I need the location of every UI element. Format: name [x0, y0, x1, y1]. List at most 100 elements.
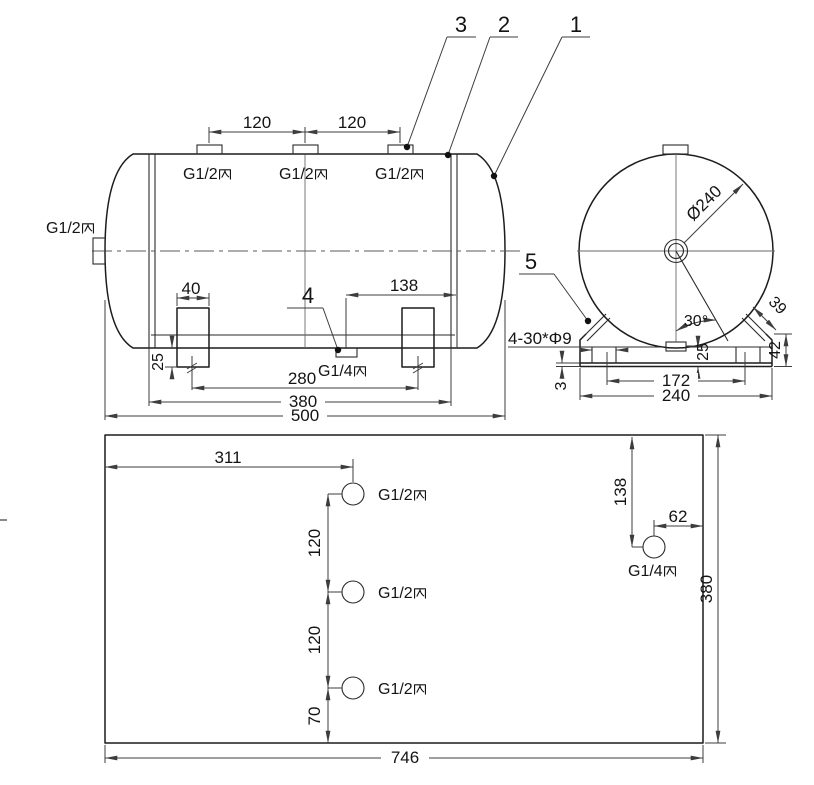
dim-port-offset-x: 311 — [104, 448, 354, 482]
nei-glyph — [663, 566, 677, 577]
svg-text:746: 746 — [391, 748, 419, 767]
nei-glyph — [81, 223, 95, 234]
dim-angle: 30° — [675, 313, 717, 332]
svg-text:30°: 30° — [684, 313, 708, 330]
svg-text:5: 5 — [525, 249, 537, 274]
dim-strap-length: 39 — [752, 294, 790, 331]
top-nozzle-3 — [387, 144, 414, 155]
top-nozzle-3-label: G1/2 — [375, 166, 410, 183]
dim-base-height: 42 — [767, 333, 792, 367]
drain-hole — [642, 535, 666, 559]
dim-drain-offset: 138 — [345, 276, 458, 349]
dim-120-right: 120 — [338, 113, 366, 132]
svg-text:4-30*Φ9: 4-30*Φ9 — [508, 329, 572, 348]
top-nozzle-1-label: G1/2 — [183, 166, 218, 183]
hub-outer — [663, 238, 689, 264]
balloon-1: 1 — [490, 12, 590, 180]
svg-text:380: 380 — [697, 575, 716, 603]
dim-leg-drop: 25 — [150, 335, 177, 380]
drain-label-bottom: G1/4 — [628, 563, 663, 580]
svg-text:138: 138 — [611, 478, 630, 506]
balloon-3: 3 — [403, 12, 476, 151]
left-end-port — [92, 237, 106, 265]
dim-leg-span: 280 — [191, 369, 419, 391]
port-hole-1 — [341, 482, 365, 506]
svg-text:120: 120 — [305, 529, 324, 557]
dim-bottom-offset: 25 — [686, 335, 712, 379]
bottom-nozzle-end — [665, 341, 687, 352]
port-labels-side: G1/2 G1/2 G1/2 G1/2 G1/4 — [46, 166, 424, 380]
dim-port-pitch-chain: 120 120 70 — [305, 493, 342, 744]
svg-text:3: 3 — [553, 381, 570, 390]
svg-text:2: 2 — [498, 12, 510, 37]
svg-text:62: 62 — [669, 507, 688, 526]
port-hole-2 — [341, 580, 365, 604]
svg-text:Ø240: Ø240 — [683, 182, 726, 225]
top-nozzle-2 — [292, 144, 319, 155]
svg-text:3: 3 — [455, 12, 467, 37]
port-labels-bottom: G1/2 G1/2 G1/2 G1/4 — [378, 487, 677, 698]
nei-glyph — [413, 684, 427, 695]
port-1-label: G1/2 — [378, 487, 413, 504]
plate-outline — [104, 434, 704, 744]
angle-reference-line — [675, 250, 729, 342]
balloon-5: 5 — [519, 249, 592, 325]
svg-text:70: 70 — [305, 707, 324, 726]
hub-inner — [667, 242, 685, 260]
svg-text:240: 240 — [662, 386, 690, 405]
svg-text:380: 380 — [289, 392, 317, 411]
nei-glyph — [413, 490, 427, 501]
svg-text:1: 1 — [570, 12, 582, 37]
drain-port-label: G1/4 — [318, 363, 353, 380]
dim-diameter: Ø240 — [683, 182, 744, 244]
tank-outline — [104, 153, 506, 349]
strap-left — [582, 313, 611, 342]
dim-drain-offset-x: 62 — [653, 507, 704, 536]
dim-shell-length: 380 — [148, 348, 452, 411]
svg-text:120: 120 — [305, 626, 324, 654]
nei-glyph — [410, 169, 424, 180]
dim-plate-length: 746 — [104, 745, 704, 767]
port-hole-3 — [341, 676, 365, 700]
svg-text:280: 280 — [288, 369, 316, 388]
nei-glyph — [314, 169, 328, 180]
svg-text:172: 172 — [662, 371, 690, 390]
dim-hole-span: 172 — [606, 352, 746, 390]
svg-text:500: 500 — [291, 406, 319, 425]
leg-slot-center-marks — [186, 356, 424, 390]
top-nozzle-1 — [196, 144, 223, 155]
port-2-label: G1/2 — [378, 585, 413, 602]
svg-text:25: 25 — [150, 353, 167, 371]
dim-plate-width: 380 — [697, 434, 726, 744]
top-nozzle-end — [662, 144, 689, 155]
balloon-callouts: 3 2 1 4 5 — [287, 12, 592, 354]
svg-text:4: 4 — [302, 283, 314, 308]
dim-base-width: 240 — [579, 368, 773, 405]
nei-glyph — [413, 588, 427, 599]
leg-left — [176, 307, 210, 368]
slot-note: 4-30*Φ9 — [508, 329, 629, 353]
balloon-4: 4 — [287, 283, 342, 354]
svg-text:311: 311 — [214, 448, 241, 467]
dim-120-left: 120 — [243, 113, 271, 132]
bottom-view: 311 120 120 70 138 62 380 — [104, 434, 726, 767]
top-nozzle-2-label: G1/2 — [279, 166, 314, 183]
balloon-2: 2 — [444, 12, 518, 159]
dim-overall-length: 500 — [104, 300, 506, 425]
svg-text:39: 39 — [765, 294, 790, 319]
port-3-label: G1/2 — [378, 681, 413, 698]
side-view: 120 120 40 138 25 280 — [46, 113, 520, 425]
svg-text:138: 138 — [390, 276, 418, 295]
svg-text:25: 25 — [695, 343, 712, 361]
svg-text:40: 40 — [182, 279, 201, 298]
nei-glyph — [353, 366, 367, 377]
svg-text:42: 42 — [767, 341, 784, 359]
left-port-label: G1/2 — [46, 220, 81, 237]
dim-drain-offset-y: 138 — [611, 436, 643, 548]
dim-leg-width: 40 — [176, 279, 210, 306]
dim-nozzle-spacing: 120 120 — [208, 113, 401, 143]
end-view: Ø240 30° 39 42 25 3 — [508, 144, 792, 405]
dim-plate-thickness: 3 — [553, 350, 580, 390]
